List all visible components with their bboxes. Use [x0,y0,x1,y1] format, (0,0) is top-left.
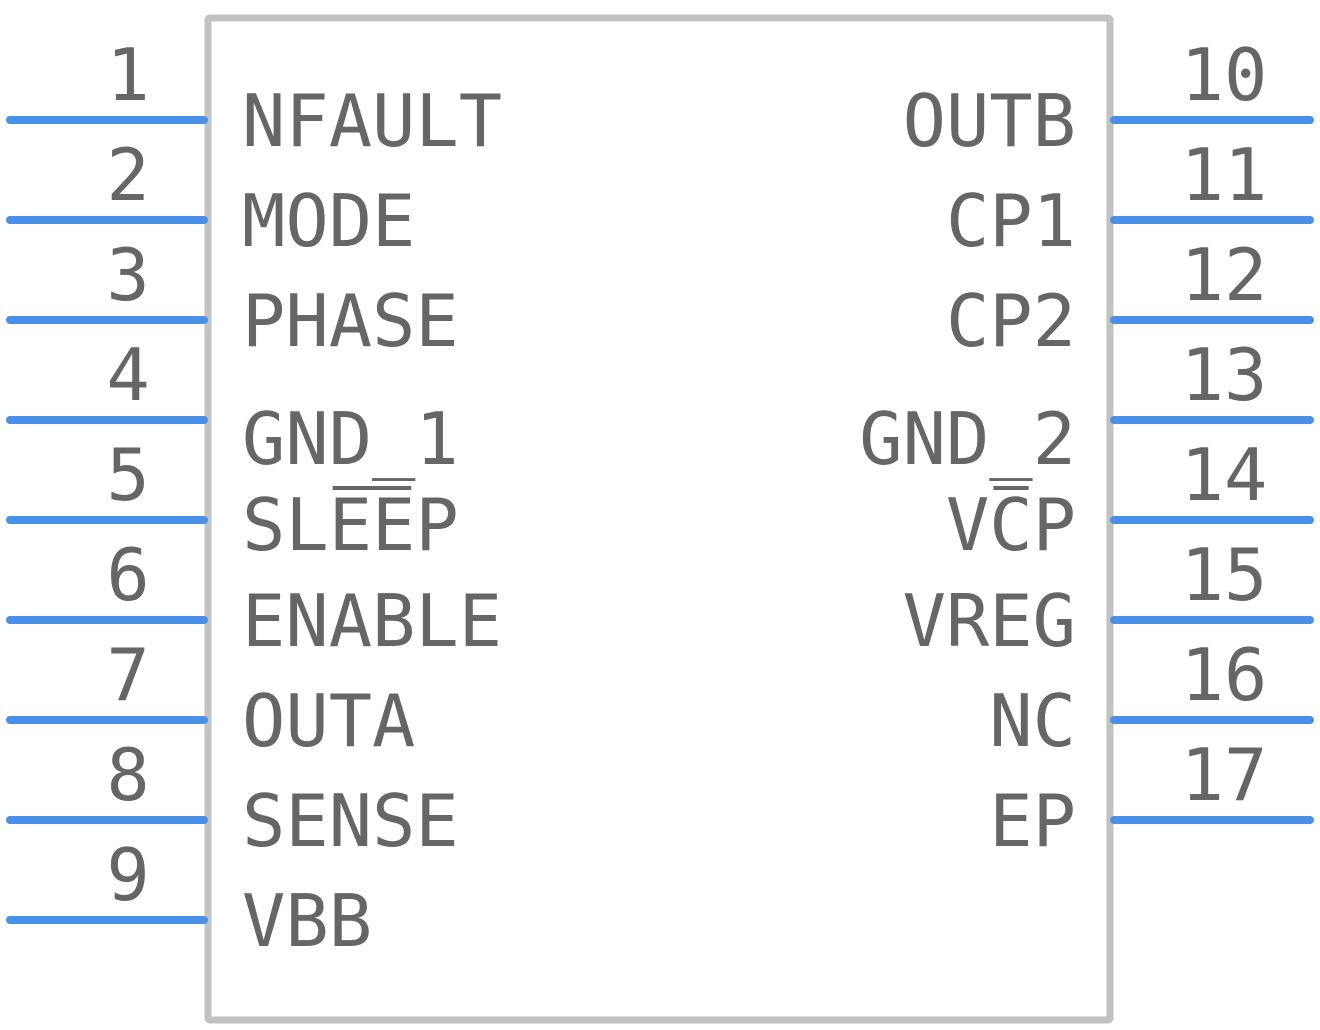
pin-name: OUTB [903,79,1076,163]
pin-name: NFAULT [242,79,502,163]
pin-name: NC [989,679,1076,763]
pin-number: 6 [106,533,149,617]
ic-body [204,14,1114,1024]
pin-number: 14 [1181,433,1268,517]
pin-name: GND_2 [859,397,1076,481]
pin-number: 4 [106,333,149,417]
pin-number: 13 [1181,333,1268,417]
pin-name: GND_1 [242,397,459,481]
pin-number: 9 [106,833,149,917]
pin-number: 7 [106,633,149,717]
pin-name: VREG [903,579,1076,663]
pin-name: CP2 [946,279,1076,363]
pin-number: 16 [1181,633,1268,717]
pin-name: VCP [946,483,1076,567]
pin-name: OUTA [242,679,415,763]
pin-name: CP1 [946,179,1076,263]
pin-name: EP [989,779,1076,863]
pin-name: SENSE [242,779,459,863]
pin-number: 11 [1181,133,1268,217]
pin-number: 12 [1181,233,1268,317]
pin-number: 3 [106,233,149,317]
pin-name: ENABLE [242,579,502,663]
left-pin-group: 1NFAULT2MODE3PHASE4GND_15SLEEP6ENABLE7OU… [6,33,502,963]
pin-number: 1 [106,33,149,117]
pin-number: 5 [106,433,149,517]
pin-number: 10 [1181,33,1268,117]
pin-name: VBB [242,879,372,963]
pin-number: 17 [1181,733,1268,817]
pin-number: 15 [1181,533,1268,617]
pin-name: MODE [242,179,415,263]
pin-number: 8 [106,733,149,817]
pin-number: 2 [106,133,149,217]
pin-name: PHASE [242,279,459,363]
pin-name: SLEEP [242,483,459,567]
